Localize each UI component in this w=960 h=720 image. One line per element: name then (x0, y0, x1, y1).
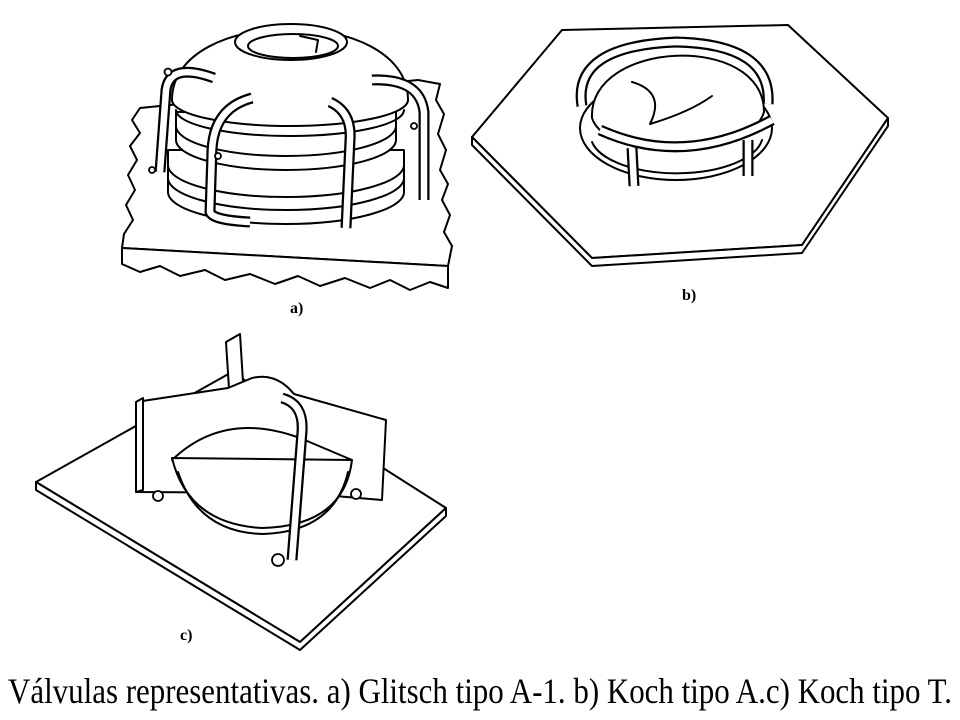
valve-a-plate-edge (121, 247, 449, 291)
valve-a-upper-ring (175, 111, 397, 171)
valve-a-leg-right-inner (371, 76, 428, 200)
valve-a-leg-left-inner (156, 68, 216, 173)
valve-c-foot (271, 553, 285, 567)
valve-c-hook-leg-inner (280, 394, 306, 561)
valve-b-cage-front-band-inner (598, 117, 774, 151)
valve-b-plate-edge (471, 117, 889, 267)
valve-b-label: b) (682, 287, 696, 304)
valve-a-leg-middle-inner (328, 99, 354, 229)
valve-a-ring-line (175, 125, 397, 157)
valve-a-rivet (163, 67, 173, 77)
valve-b-leg-left-inner (628, 147, 638, 187)
valve-a-ring-line (167, 177, 405, 211)
valve-a-rivet (214, 152, 222, 160)
valve-c-label: c) (180, 627, 192, 644)
valve-c-drawing: c) (35, 333, 447, 651)
valve-b-dome-crease (631, 81, 656, 125)
valve-c-foot (152, 490, 164, 502)
valve-c-panel-edge (135, 397, 144, 493)
figure-caption: Válvulas representativas. a) Glitsch tip… (8, 671, 952, 711)
valve-b-cage-top-band-inner (577, 38, 772, 107)
valve-a-rivet (410, 122, 418, 130)
valve-a-rivet (148, 166, 156, 174)
valve-c-disk-rim (177, 471, 349, 535)
valve-a-ring-line (167, 164, 405, 198)
valve-a-dome-rim (175, 109, 405, 137)
valve-c-plate-edge (35, 481, 447, 651)
valve-b-drawing: b) (471, 24, 889, 304)
valve-a-opening-flap (299, 35, 319, 53)
valve-b-dome-crease (649, 95, 713, 125)
valve-a-drawing: a) (121, 23, 453, 317)
valve-a-label: a) (290, 300, 303, 317)
valve-c-foot (350, 488, 362, 500)
valve-a-leg-front-inner (206, 94, 253, 226)
valve-a-top-opening-inner (247, 33, 339, 59)
